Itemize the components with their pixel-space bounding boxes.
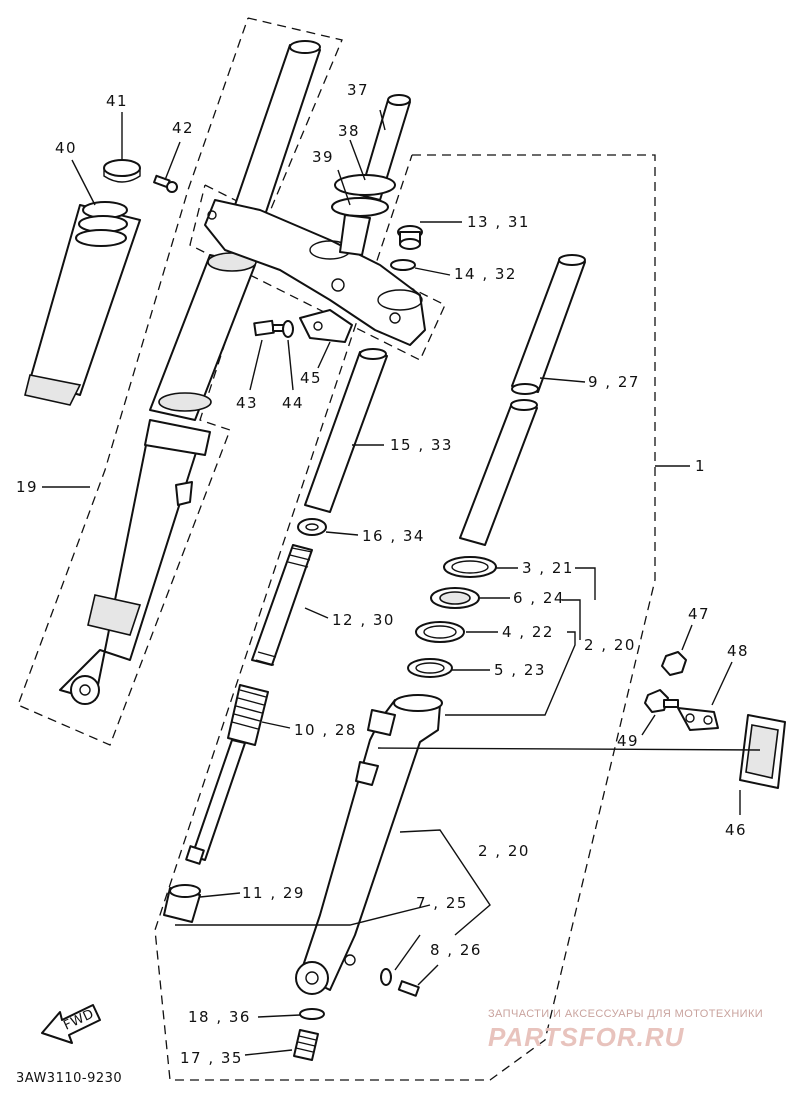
assembly-boundaries — [17, 17, 656, 1081]
callout-47: 47 — [688, 605, 710, 623]
callout-7-25: 7 , 25 — [416, 894, 468, 912]
spring-seat-16 — [297, 518, 327, 536]
washer-7 — [380, 968, 392, 986]
callout-49: 49 — [617, 732, 639, 750]
bolt-17 — [293, 1029, 319, 1061]
inner-tube-9 — [459, 254, 586, 546]
left-fork-19 — [59, 40, 321, 705]
callout-4-22: 4 , 22 — [502, 623, 554, 641]
washer-18 — [299, 1008, 325, 1020]
cap-bolt-13 — [397, 225, 423, 250]
callout-13-31: 13 , 31 — [467, 213, 530, 231]
fork-spring-12 — [251, 544, 313, 666]
o-ring-14 — [390, 259, 416, 271]
watermark-brand: PARTSFOR.RU — [488, 1022, 685, 1052]
callout-15-33: 15 , 33 — [390, 436, 453, 454]
watermark: ЗАПЧАСТИ И АКСЕССУАРЫ ДЛЯ МОТОТЕХНИКИ PA… — [488, 1008, 763, 1052]
fwd-arrow-icon: FWD — [41, 1004, 101, 1044]
diagram-code: 3AW3110-9230 — [16, 1071, 122, 1086]
reflector-bracket-48 — [677, 707, 719, 731]
callout-18-36: 18 , 36 — [188, 1008, 251, 1026]
callout-41: 41 — [106, 92, 128, 110]
washer-5 — [407, 658, 453, 678]
callout-2-20-top: 2 , 20 — [584, 636, 636, 654]
bolt-8 — [397, 980, 420, 997]
boundary-left-fork — [17, 17, 343, 746]
taper-spindle-11 — [163, 884, 201, 923]
screw-49 — [644, 689, 679, 713]
callout-14-32: 14 , 32 — [454, 265, 517, 283]
callout-1: 1 — [695, 457, 706, 475]
callout-6-24: 6 , 24 — [513, 589, 565, 607]
outer-tube-2 — [295, 694, 443, 995]
callout-38: 38 — [338, 122, 360, 140]
callout-3-21: 3 , 21 — [522, 559, 574, 577]
oil-seal-6 — [430, 587, 480, 609]
callout-45: 45 — [300, 369, 322, 387]
callout-44: 44 — [282, 394, 304, 412]
reflector-46 — [739, 714, 786, 789]
nut-47 — [661, 651, 687, 676]
watermark-tagline: ЗАПЧАСТИ И АКСЕССУАРЫ ДЛЯ МОТОТЕХНИКИ — [488, 1008, 763, 1020]
washer-44 — [282, 320, 294, 338]
upper-bracket — [204, 199, 426, 346]
callout-39: 39 — [312, 148, 334, 166]
oil-seal-4 — [415, 621, 465, 643]
boundary-bracket — [189, 184, 446, 361]
fork-boot-40 — [24, 201, 141, 406]
spacer-15 — [304, 348, 388, 513]
circlip-3 — [443, 556, 497, 578]
bolt-43 — [253, 319, 286, 337]
callout-16-34: 16 , 34 — [362, 527, 425, 545]
callout-10-28: 10 , 28 — [294, 721, 357, 739]
bracket-45 — [299, 309, 353, 343]
callout-42: 42 — [172, 119, 194, 137]
callouts: 41 42 40 37 38 39 13 , 31 14 , 32 9 , 27… — [16, 81, 749, 1067]
callout-46: 46 — [725, 821, 747, 839]
callout-37: 37 — [347, 81, 369, 99]
callout-19: 19 — [16, 478, 38, 496]
callout-17-35: 17 , 35 — [180, 1049, 243, 1067]
callout-8-26: 8 , 26 — [430, 941, 482, 959]
damper-rod-10 — [185, 684, 269, 865]
steering-stem-37 — [331, 94, 411, 256]
callout-5-23: 5 , 23 — [494, 661, 546, 679]
clip-41 — [103, 159, 141, 183]
callout-11-29: 11 , 29 — [242, 884, 305, 902]
callout-43: 43 — [236, 394, 258, 412]
callout-48: 48 — [727, 642, 749, 660]
bolt-42 — [153, 174, 178, 193]
callout-2-20-bottom: 2 , 20 — [478, 842, 530, 860]
boundary-right-fork — [154, 154, 656, 1081]
leader-lines — [42, 109, 761, 1056]
callout-40: 40 — [55, 139, 77, 157]
callout-12-30: 12 , 30 — [332, 611, 395, 629]
callout-9-27: 9 , 27 — [588, 373, 640, 391]
